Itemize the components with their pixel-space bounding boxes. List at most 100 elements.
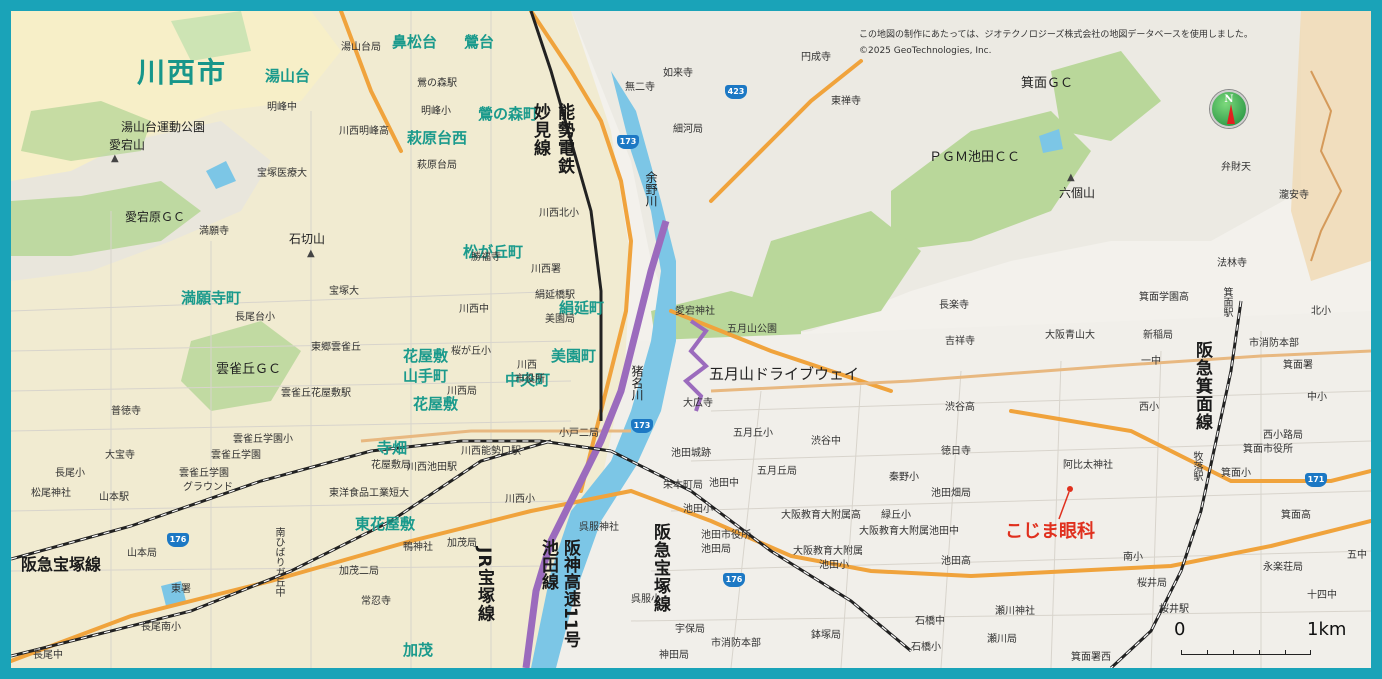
place-label: 桜井局 xyxy=(1137,578,1167,589)
place-label: 池田局 xyxy=(701,544,731,555)
place-label: 西小路局 xyxy=(1263,430,1303,441)
river-label: 猪名川 xyxy=(630,365,644,401)
expressway-label: 池田線 xyxy=(538,539,558,590)
place-label: 長尾南小 xyxy=(141,622,181,633)
place-label: 川西 xyxy=(517,360,537,371)
mountain-icon: ▲ xyxy=(111,153,119,164)
place-label: 雲雀丘ＧＣ xyxy=(216,362,282,377)
ward-label: 中央町 xyxy=(505,371,551,389)
ward-label: 萩原台西 xyxy=(407,129,468,147)
place-label: 細河局 xyxy=(673,124,703,135)
ward-label: 絹延町 xyxy=(559,299,605,317)
place-label: 石橋中 xyxy=(915,616,945,627)
place-label: 宝塚医療大 xyxy=(257,168,307,179)
place-label: 箕面高 xyxy=(1281,510,1311,521)
rail-label-jr-takarazuka: JR宝塚線 xyxy=(474,547,494,623)
rail-label-hankyu-minoo: 阪急箕面線 xyxy=(1192,341,1212,431)
route-shield: 173 xyxy=(631,419,653,433)
place-label: 大阪教育大附属高 xyxy=(781,510,861,521)
place-label: 美園局 xyxy=(545,314,575,325)
place-label: 池田市役所 xyxy=(701,530,751,541)
clinic-label[interactable]: こじま眼科 xyxy=(1005,521,1095,542)
place-label: 長尾小 xyxy=(55,468,85,479)
place-label: 愛宕神社 xyxy=(675,306,715,317)
ward-label: 東花屋敷 xyxy=(355,515,416,533)
place-label: 吉祥寺 xyxy=(945,336,975,347)
place-label: 南ひばりガ丘中 xyxy=(273,527,284,597)
place-label: 箕面署西 xyxy=(1071,652,1111,663)
place-label: 宝塚大 xyxy=(329,286,359,297)
place-label: 大阪青山大 xyxy=(1045,330,1095,341)
mountain-icon: ▲ xyxy=(1067,172,1075,183)
road-label: 五月山ドライブウェイ xyxy=(709,365,860,383)
place-label: 市消防本部 xyxy=(711,638,761,649)
place-label: 常忍寺 xyxy=(361,596,391,607)
place-label: 川西中 xyxy=(459,304,489,315)
place-label: 市役所 xyxy=(515,374,545,385)
place-label: 緑丘小 xyxy=(881,510,911,521)
place-label: 箕面学園高 xyxy=(1139,292,1189,303)
place-label: 箕面市役所 xyxy=(1243,444,1293,455)
place-label: 宇保局 xyxy=(675,624,705,635)
place-label: 萩原台局 xyxy=(417,160,457,171)
place-label: 東郷雲雀丘 xyxy=(311,342,361,353)
ward-label: 花屋敷 xyxy=(413,395,459,413)
place-label: グラウンド xyxy=(183,482,233,493)
place-label: 長尾台小 xyxy=(235,312,275,323)
place-label: 六個山 xyxy=(1059,186,1096,200)
place-label: 鉢塚局 xyxy=(811,630,841,641)
rail-label-nose: 妙見線 xyxy=(530,103,550,157)
ward-label: 松が丘町 xyxy=(463,243,524,261)
place-label: 池田城跡 xyxy=(671,448,711,459)
place-label: 箕面署 xyxy=(1283,360,1313,371)
route-shield: 176 xyxy=(167,533,189,547)
place-label: 池田小 xyxy=(819,560,849,571)
place-label: 大阪教育大附属 xyxy=(793,546,863,557)
route-shield: 173 xyxy=(617,135,639,149)
place-label: 加茂局 xyxy=(447,538,477,549)
place-label: 雲雀丘学園小 xyxy=(233,434,293,445)
place-label: 花屋敷局 xyxy=(371,460,411,471)
place-label: 北小 xyxy=(1311,306,1331,317)
place-label: 一中 xyxy=(1141,356,1161,367)
place-label: 渋谷高 xyxy=(945,402,975,413)
place-label: 新稲局 xyxy=(1143,330,1173,341)
place-label: 池田中 xyxy=(709,478,739,489)
place-label: 石切山 xyxy=(289,232,326,246)
place-label: 大宝寺 xyxy=(105,450,135,461)
place-label: 愛宕原ＧＣ xyxy=(125,210,186,224)
map-background xyxy=(11,11,1371,668)
place-label: 普徳寺 xyxy=(111,406,141,417)
place-label: 小戸二局 xyxy=(559,428,599,439)
place-label: 五月丘小 xyxy=(733,428,773,439)
ward-label: 鼻松台 xyxy=(392,33,438,51)
clinic-marker[interactable] xyxy=(1067,486,1073,492)
place-label: 池田小 xyxy=(683,504,713,515)
ward-label: 加茂 xyxy=(403,641,434,659)
place-label: 呉服小 xyxy=(631,594,661,605)
place-label: 無二寺 xyxy=(625,82,655,93)
place-label: 明峰小 xyxy=(421,106,451,117)
place-label: 渋谷中 xyxy=(811,436,841,447)
place-label: 湯山台運動公園 xyxy=(121,120,206,134)
city-label-kawanishi: 川西市 xyxy=(137,56,228,89)
ward-label: 鶯の森町 xyxy=(478,105,539,123)
place-label: 川西池田駅 xyxy=(407,462,457,473)
place-label: 池田畑局 xyxy=(931,488,971,499)
place-label: 川西北小 xyxy=(539,208,579,219)
place-label: 桜井駅 xyxy=(1159,604,1189,615)
place-label: 法林寺 xyxy=(1217,258,1247,269)
route-shield: 423 xyxy=(725,85,747,99)
rail-label-nose: 能勢電鉄 xyxy=(554,103,574,175)
rail-label-hankyu-takarazuka-v: 阪急宝塚線 xyxy=(650,523,670,613)
map-canvas[interactable]: この地図の制作にあたっては、ジオテクノロジーズ株式会社の地図データベースを使用し… xyxy=(11,11,1371,668)
place-label: 西小 xyxy=(1139,402,1159,413)
ward-label: 花屋敷 xyxy=(403,347,449,365)
place-label: 山本局 xyxy=(127,548,157,559)
place-label: 如来寺 xyxy=(663,68,693,79)
ward-label: 湯山台 xyxy=(265,67,311,85)
compass-needle xyxy=(1227,104,1235,124)
place-label: 牧落駅 xyxy=(1191,451,1202,481)
rail-label-hankyu-takarazuka: 阪急宝塚線 xyxy=(21,555,102,574)
